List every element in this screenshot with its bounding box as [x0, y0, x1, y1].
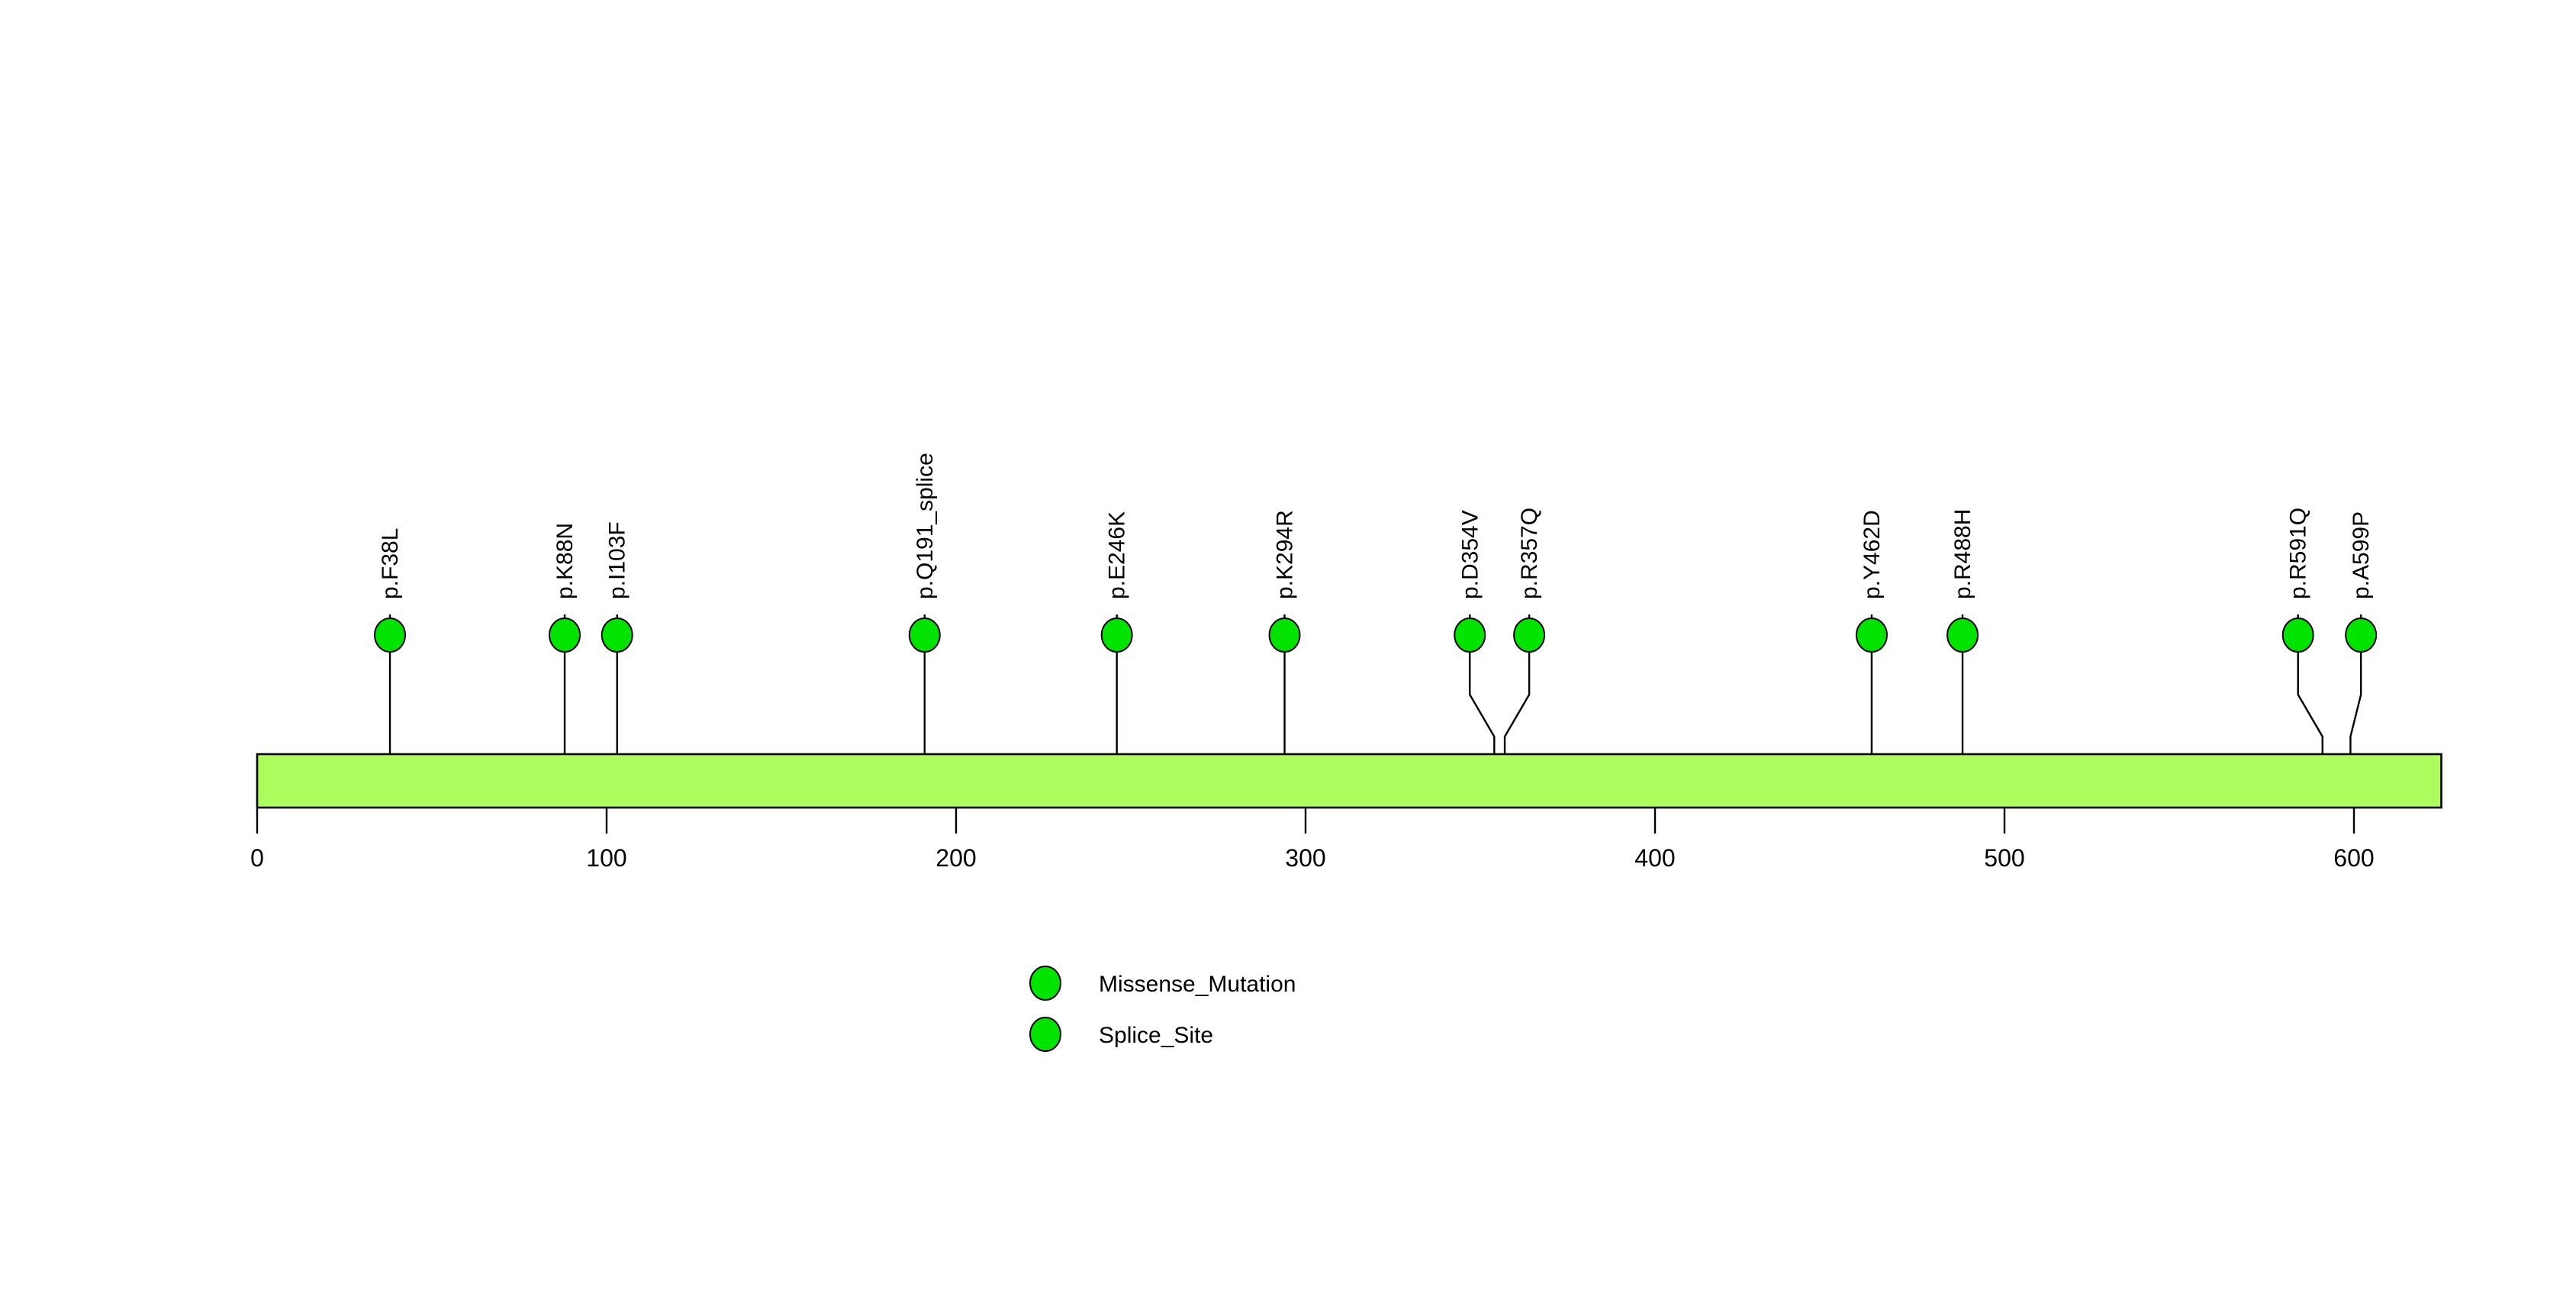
legend-label: Splice_Site [1099, 1023, 1213, 1048]
x-axis-tick-label: 600 [2333, 844, 2374, 872]
x-axis-tick-label: 300 [1285, 844, 1325, 872]
mutation-lollipop-head[interactable] [1513, 618, 1546, 653]
mutation-lollipop-head[interactable] [1855, 618, 1888, 653]
mutation-lollipop-head[interactable] [2345, 618, 2378, 653]
legend-marker[interactable] [1029, 966, 1061, 1001]
mutation-label: p.F38L [378, 528, 403, 599]
mutation-label: p.A599P [2349, 511, 2374, 599]
mutation-label: p.Q191_splice [913, 453, 938, 599]
mutation-lollipop-head[interactable] [1100, 618, 1133, 653]
protein-backbone-bar[interactable] [256, 753, 2442, 809]
x-axis-tick-label: 400 [1634, 844, 1675, 872]
x-axis-group: 0 100 200 300 400 500 600 [250, 808, 2375, 872]
mutation-label: p.I103F [605, 521, 630, 599]
mutation-lollipop-head[interactable] [908, 618, 941, 653]
x-axis-tick-label: 200 [935, 844, 976, 872]
mutation-lollipop-head[interactable] [2281, 618, 2314, 653]
mutation-label: p.R357Q [1517, 508, 1542, 599]
mutation-labels-group: p.F38L p.K88N p.I103F p.Q191_splice p.E246K p… [378, 453, 2374, 599]
mutation-lollipop-head[interactable] [1946, 618, 1979, 653]
mutation-lollipop-head[interactable] [374, 618, 407, 653]
mutation-label: p.R488H [1950, 509, 1975, 599]
mutation-label: p.Y462D [1860, 510, 1885, 599]
legend-marker[interactable] [1029, 1017, 1061, 1052]
mutation-lollipop-head[interactable] [1268, 618, 1301, 653]
mutation-label: p.R591Q [2286, 508, 2311, 599]
mutation-lollipop-head[interactable] [601, 618, 633, 653]
mutation-label: p.D354V [1457, 510, 1483, 599]
mutation-lollipop-heads-group [374, 618, 2378, 653]
mutation-lollipop-head[interactable] [549, 618, 581, 653]
mutation-lollipop-head[interactable] [1454, 618, 1486, 653]
mutation-label: p.E246K [1105, 511, 1130, 599]
mutation-label: p.K88N [552, 523, 578, 599]
x-axis-tick-label: 0 [250, 844, 264, 872]
x-axis-tick-label: 100 [586, 844, 626, 872]
legend-label: Missense_Mutation [1099, 972, 1296, 997]
mutation-label: p.K294R [1273, 510, 1298, 599]
x-axis-tick-label: 500 [1984, 844, 2024, 872]
